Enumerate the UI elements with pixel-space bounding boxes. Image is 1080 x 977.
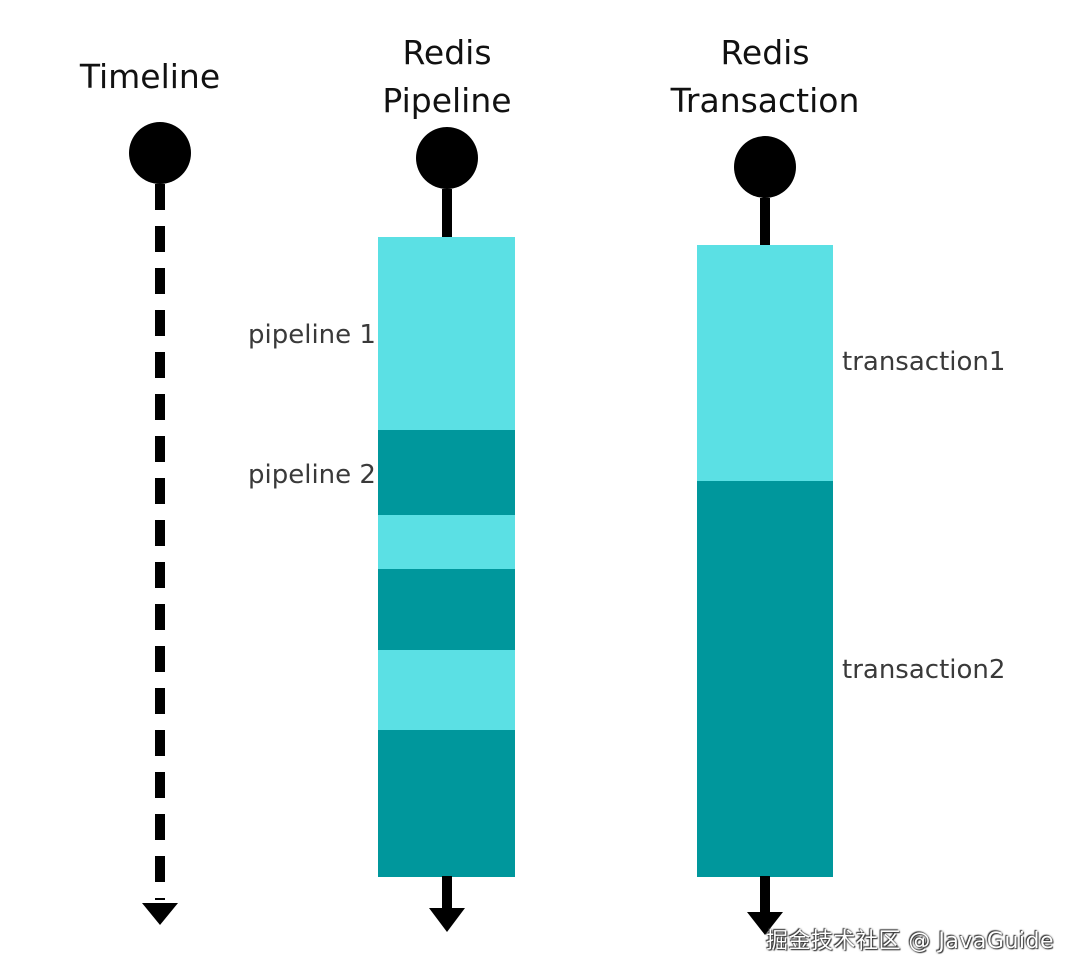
pipeline-title: Redis Pipeline (382, 33, 512, 120)
pipeline-segment-2 (378, 430, 515, 515)
transaction-column (697, 136, 833, 935)
pipeline-label-2: pipeline 2 (248, 460, 376, 490)
watermark: 掘金技术社区 @ JavaGuide (765, 929, 1054, 954)
pipeline-segment-1 (378, 237, 515, 430)
transaction-label-1: transaction1 (842, 347, 1006, 377)
timeline-axis (129, 122, 191, 925)
pipeline-segment-4 (378, 569, 515, 650)
transaction-start-dot (734, 136, 796, 198)
transaction-title: Redis Transaction (670, 33, 860, 120)
pipeline-segment-6 (378, 730, 515, 877)
pipeline-label-1: pipeline 1 (248, 320, 376, 350)
timeline-title: Timeline (79, 57, 221, 96)
pipeline-segment-5 (378, 650, 515, 730)
transaction-segments (697, 245, 833, 877)
timeline-start-dot (129, 122, 191, 184)
pipeline-start-dot (416, 127, 478, 189)
transaction-segment-1 (697, 245, 833, 481)
pipeline-arrow-head (429, 908, 465, 932)
transaction-label-2: transaction2 (842, 655, 1006, 685)
transaction-arrow-head (747, 912, 783, 935)
timeline-arrow-head (142, 903, 178, 925)
transaction-segment-2 (697, 481, 833, 877)
pipeline-segments (378, 237, 515, 877)
pipeline-segment-3 (378, 515, 515, 569)
pipeline-column (378, 127, 515, 932)
